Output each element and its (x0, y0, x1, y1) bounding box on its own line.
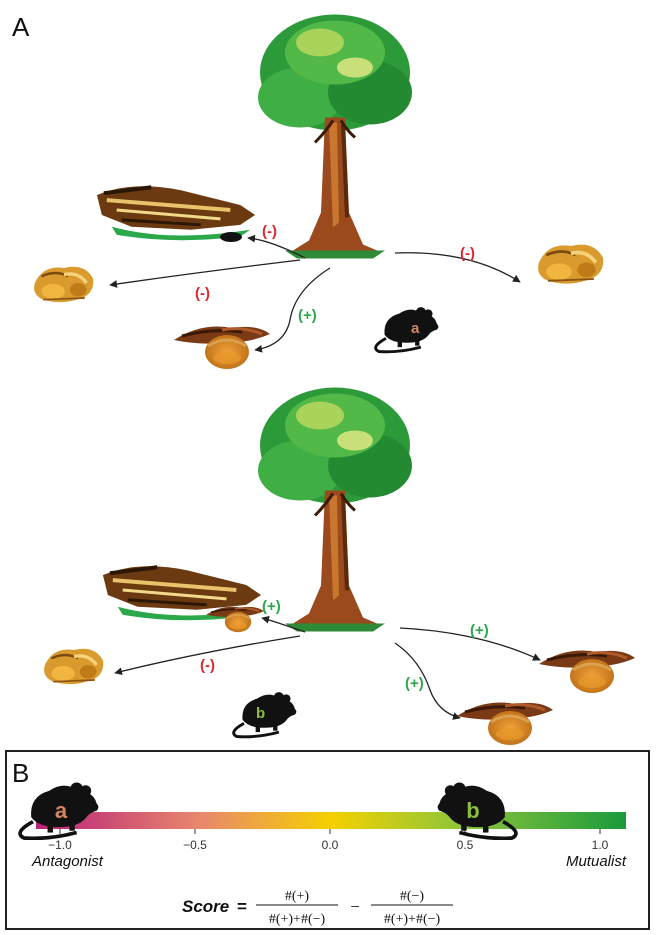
score-formula: Score = #(+) #(+)+#(−) − #(−) #(+)+#(−) (182, 889, 453, 927)
scale-tick-label: 0.0 (322, 838, 339, 852)
formula-equals: = (237, 897, 247, 916)
edge-sign: (+) (470, 622, 489, 639)
formula-frac1-numerator: #(+) (285, 889, 310, 904)
panel-a-label: A (12, 12, 30, 42)
mutualist-label: Mutualist (566, 853, 627, 870)
eaten-acorn-icon (34, 267, 93, 302)
scale-tick-label: −0.5 (183, 838, 207, 852)
scale-mouse-a: a (18, 780, 101, 840)
formula-score-label: Score (182, 897, 229, 916)
tree-icon (256, 12, 414, 261)
scale-tick-label: 0.5 (457, 838, 474, 852)
edge-sign: (+) (405, 675, 424, 692)
edge-arrow (247, 234, 306, 259)
formula-minus: − (350, 897, 360, 916)
edge-arrow (261, 615, 306, 633)
edge-arrow (254, 267, 331, 353)
eaten-acorn-icon (42, 646, 106, 687)
edge-sign: (+) (298, 307, 317, 324)
score-scale: −1.0 −0.5 0.0 0.5 1.0 Antagonist Mutualist a… (18, 780, 627, 870)
edge-arrow (394, 642, 461, 720)
scenario-top: a (-) (-) (-) (+) (34, 12, 603, 371)
buried-acorn-icon (205, 605, 265, 634)
formula-frac2-numerator: #(−) (400, 889, 425, 904)
mouse-b-letter: b (256, 705, 265, 722)
edge-sign: (+) (262, 598, 281, 615)
buried-acorn-icon (455, 701, 555, 747)
scale-tick-label: 1.0 (592, 838, 609, 852)
scale-mouse-b-letter: b (466, 798, 479, 823)
buried-acorn-icon (537, 649, 637, 695)
edge-arrow (399, 627, 541, 661)
antagonist-label: Antagonist (31, 853, 104, 870)
mouse-a-letter: a (411, 320, 420, 337)
panel-b-label: B (12, 758, 30, 788)
cache-hole-icon (220, 232, 242, 242)
edge-arrow (114, 635, 301, 676)
score-gradient-bar (36, 812, 626, 829)
edge-sign: (-) (262, 223, 277, 240)
edge-sign: (-) (195, 285, 210, 302)
formula-frac1-denominator: #(+)+#(−) (269, 912, 326, 927)
edge-sign: (-) (460, 245, 475, 262)
buried-acorn-icon (172, 325, 272, 371)
edge-arrow (394, 252, 521, 283)
formula-frac2-denominator: #(+)+#(−) (384, 912, 441, 927)
scenario-bottom: b (+) (+) (-) (+) (42, 385, 637, 747)
edge-arrow (109, 259, 301, 288)
scale-tick-label: −1.0 (48, 838, 72, 852)
tree-icon (256, 385, 414, 634)
scale-mouse-a-letter: a (55, 798, 68, 823)
tick-group: −1.0 −0.5 0.0 0.5 1.0 (48, 829, 609, 852)
eaten-acorn-icon (538, 245, 603, 284)
panel-b-frame (5, 750, 650, 930)
edge-sign: (-) (200, 657, 215, 674)
mouse-a-icon (374, 305, 440, 354)
scale-mouse-b: b (435, 780, 518, 840)
